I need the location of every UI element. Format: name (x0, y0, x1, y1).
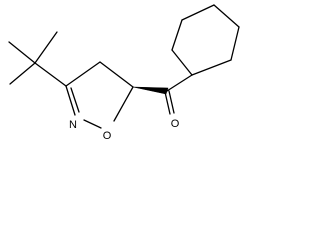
bond-c4-c5 (99, 61, 134, 88)
isoxazoline-ring (65, 61, 134, 129)
bond-cy-3-4 (181, 4, 215, 21)
bond-c5-o1 (113, 86, 134, 122)
bond-tbu-to-ring (34, 62, 67, 87)
carbonyl-group (164, 74, 193, 115)
bond-tbu-methyl-lower (9, 62, 36, 85)
cyclohexane-ring (171, 4, 240, 76)
bond-cy-2-3 (171, 19, 183, 51)
bond-carbonyl-double-left (164, 91, 171, 115)
bond-n2-c3-outer (65, 85, 76, 116)
carbonyl-oxygen-atom-label: O (171, 118, 180, 130)
bond-cy-6-1 (191, 59, 232, 76)
bond-tbu-methyl-upper-left (8, 41, 36, 64)
bond-c3-c4 (65, 61, 101, 87)
bond-tbu-methyl-upper-right (34, 31, 58, 64)
nitrogen-atom-label: N (69, 119, 77, 131)
bond-cy-1-2 (171, 49, 193, 76)
bond-n2-c3-inner (70, 87, 80, 113)
bond-cy-5-6 (230, 26, 240, 61)
bond-carbonyl-to-cyclohexyl (166, 74, 193, 92)
bond-o1-n2 (83, 119, 102, 129)
bond-carbonyl-double-right (168, 90, 175, 114)
ring-oxygen-atom-label: O (103, 130, 112, 142)
bond-cy-4-5 (213, 4, 240, 28)
chemical-structure: N O O (8, 4, 240, 142)
stereo-wedge-bond (132, 86, 169, 95)
tert-butyl-group (8, 31, 67, 87)
